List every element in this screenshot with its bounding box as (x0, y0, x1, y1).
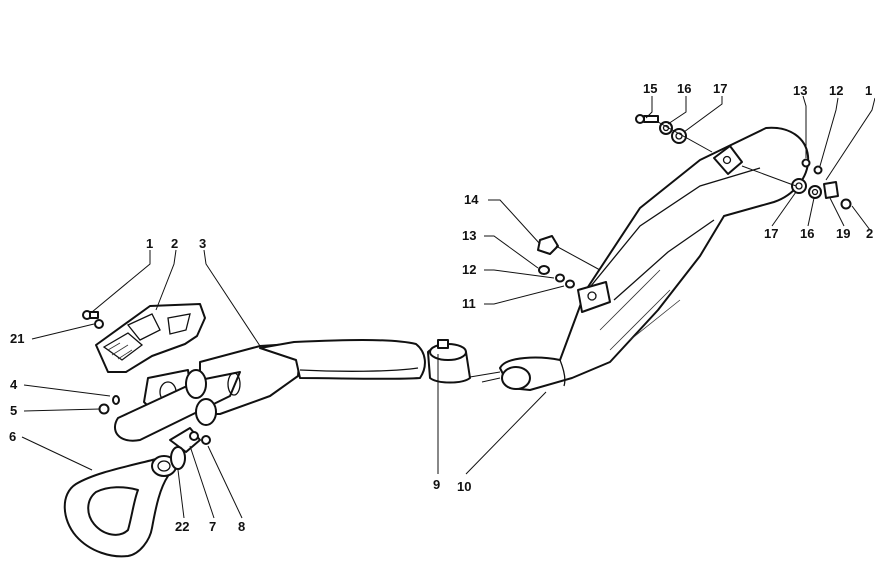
screw-1 (82, 310, 99, 320)
callout-2: 2 (171, 236, 178, 251)
washer-11 (565, 279, 575, 289)
callout-1-right: 1 (865, 83, 872, 98)
leader-lines (21, 95, 875, 519)
bolt-8 (201, 435, 211, 445)
grommet-17-top (671, 128, 687, 144)
washer-16-bottom (808, 185, 822, 199)
callout-13: 13 (462, 228, 476, 243)
gasket-22 (170, 446, 186, 470)
exhaust-manifold-3 (113, 339, 426, 442)
callout-1: 1 (146, 236, 153, 251)
callout-17-bottom: 17 (764, 226, 778, 241)
callout-2-right: 2 (866, 226, 873, 241)
callout-11: 11 (462, 296, 476, 311)
washer-12-left (555, 273, 565, 283)
nut-14 (537, 235, 559, 255)
callout-12: 12 (462, 262, 476, 277)
callout-17-top: 17 (713, 81, 727, 96)
callout-16-bottom: 16 (800, 226, 814, 241)
callout-13-right: 13 (793, 83, 807, 98)
washer-12-right (813, 165, 823, 175)
callout-16-top: 16 (677, 81, 691, 96)
muffler-10 (499, 126, 810, 391)
callout-19: 19 (836, 226, 850, 241)
bolt-15 (635, 114, 659, 124)
callout-12-right: 12 (829, 83, 843, 98)
callout-8: 8 (238, 519, 245, 534)
callout-5: 5 (10, 403, 17, 418)
nut-2-right (840, 198, 852, 210)
washer-13-right (801, 158, 811, 168)
washer-21 (94, 319, 104, 329)
header-pipe-6 (63, 455, 177, 558)
pipe-clamp-9 (427, 339, 471, 384)
callout-15: 15 (643, 81, 657, 96)
callout-10: 10 (457, 479, 471, 494)
callout-22: 22 (175, 519, 189, 534)
bracket-19 (823, 181, 839, 199)
callout-21: 21 (10, 331, 24, 346)
callout-3: 3 (199, 236, 206, 251)
callout-14: 14 (464, 192, 479, 207)
callout-9: 9 (433, 477, 440, 492)
heat-shield-bracket (95, 303, 206, 373)
grommet-17-bottom (791, 178, 807, 194)
nut-5 (98, 395, 120, 415)
callout-7: 7 (209, 519, 216, 534)
callout-labels: 1 2 3 4 5 6 7 8 9 10 11 12 13 14 15 16 1… (9, 81, 873, 534)
callout-6: 6 (9, 429, 16, 444)
washer-13 (538, 265, 550, 275)
callout-4: 4 (10, 377, 18, 392)
